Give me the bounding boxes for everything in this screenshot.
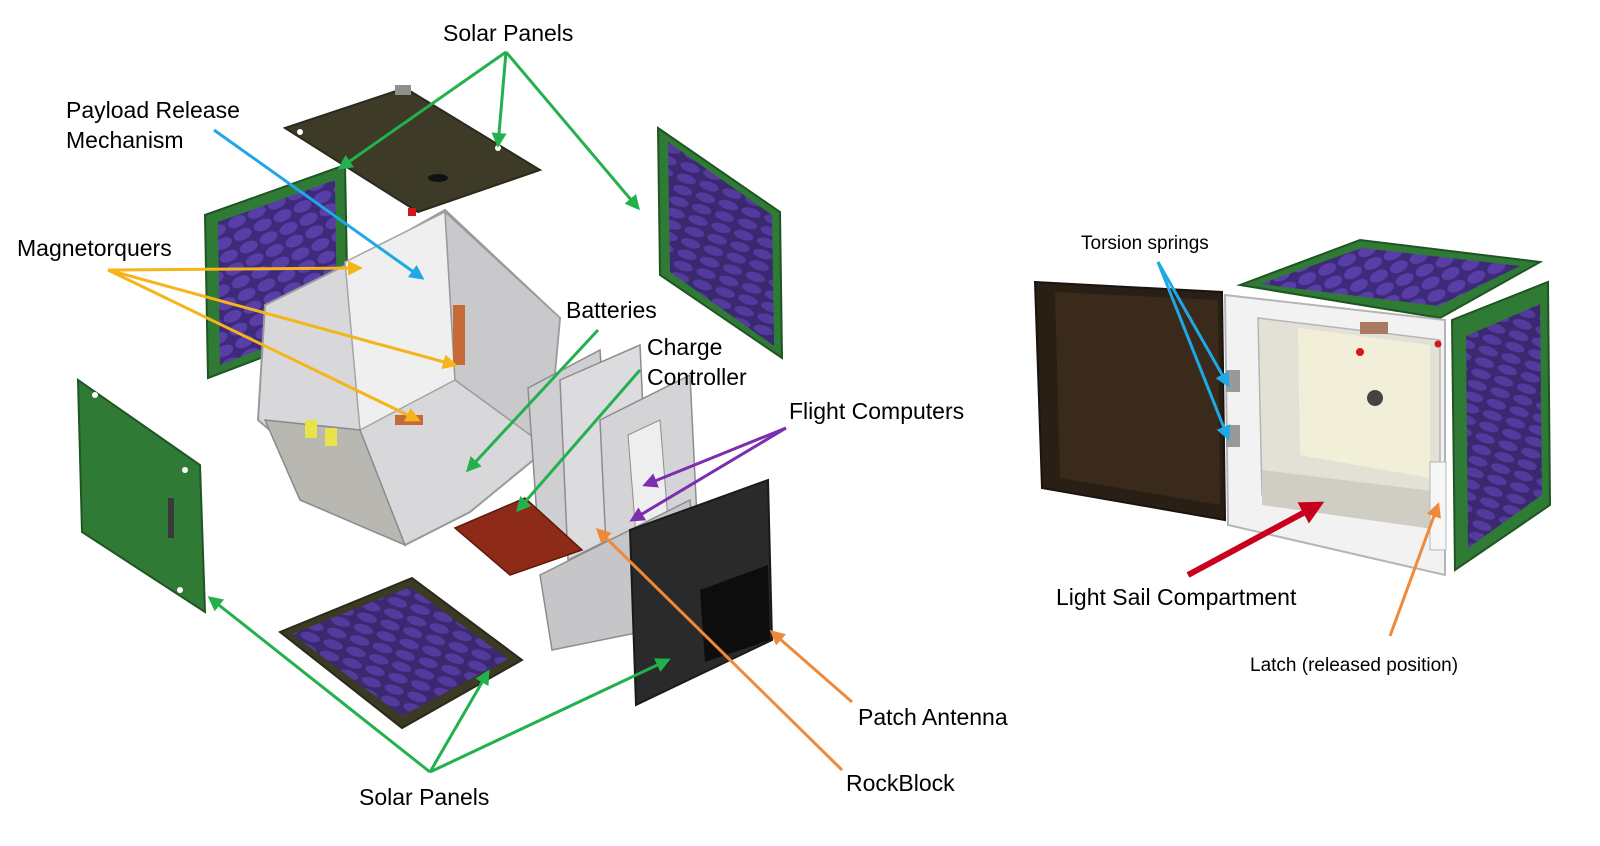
label-charge-controller: Charge Controller bbox=[647, 334, 747, 390]
label-payload-release-mechanism: Payload Release Mechanism bbox=[66, 97, 240, 153]
label-flight-computers: Flight Computers bbox=[789, 398, 965, 424]
patch-antenna-arrow bbox=[769, 630, 853, 704]
solar-panels-bottom-arrows bbox=[207, 596, 671, 774]
charge-controller-arrow bbox=[516, 369, 642, 513]
top-solar-panel bbox=[282, 85, 543, 214]
latch-arrow bbox=[1388, 502, 1441, 637]
flight-computers-arrows bbox=[629, 426, 787, 522]
far-left-solar-panel bbox=[76, 378, 207, 614]
label-latch-released-position: Latch (released position) bbox=[1250, 655, 1459, 676]
label-solar-panels-top: Solar Panels bbox=[443, 20, 574, 46]
bottom-solar-panel bbox=[278, 576, 524, 730]
rockblock-arrow bbox=[595, 527, 844, 772]
antenna-panel bbox=[628, 478, 774, 707]
label-rockblock: RockBlock bbox=[846, 770, 955, 796]
magnetorquers-arrows bbox=[107, 260, 458, 422]
payload-release-arrow bbox=[213, 128, 425, 280]
label-batteries: Batteries bbox=[566, 297, 657, 323]
solar-panels-top-arrows bbox=[337, 50, 640, 211]
label-magnetorquers: Magnetorquers bbox=[17, 235, 172, 261]
label-torsion-springs: Torsion springs bbox=[1081, 233, 1209, 254]
label-patch-antenna: Patch Antenna bbox=[858, 704, 1008, 730]
right-solar-panel bbox=[656, 126, 784, 360]
light-sail-arrow bbox=[1186, 501, 1325, 578]
assembled-cubesat bbox=[1033, 238, 1552, 577]
label-light-sail-compartment: Light Sail Compartment bbox=[1056, 584, 1297, 610]
torsion-springs-arrows bbox=[1156, 261, 1231, 441]
label-solar-panels-bottom: Solar Panels bbox=[359, 784, 490, 810]
satellite-frame bbox=[256, 208, 562, 547]
batteries-arrow bbox=[465, 328, 600, 473]
